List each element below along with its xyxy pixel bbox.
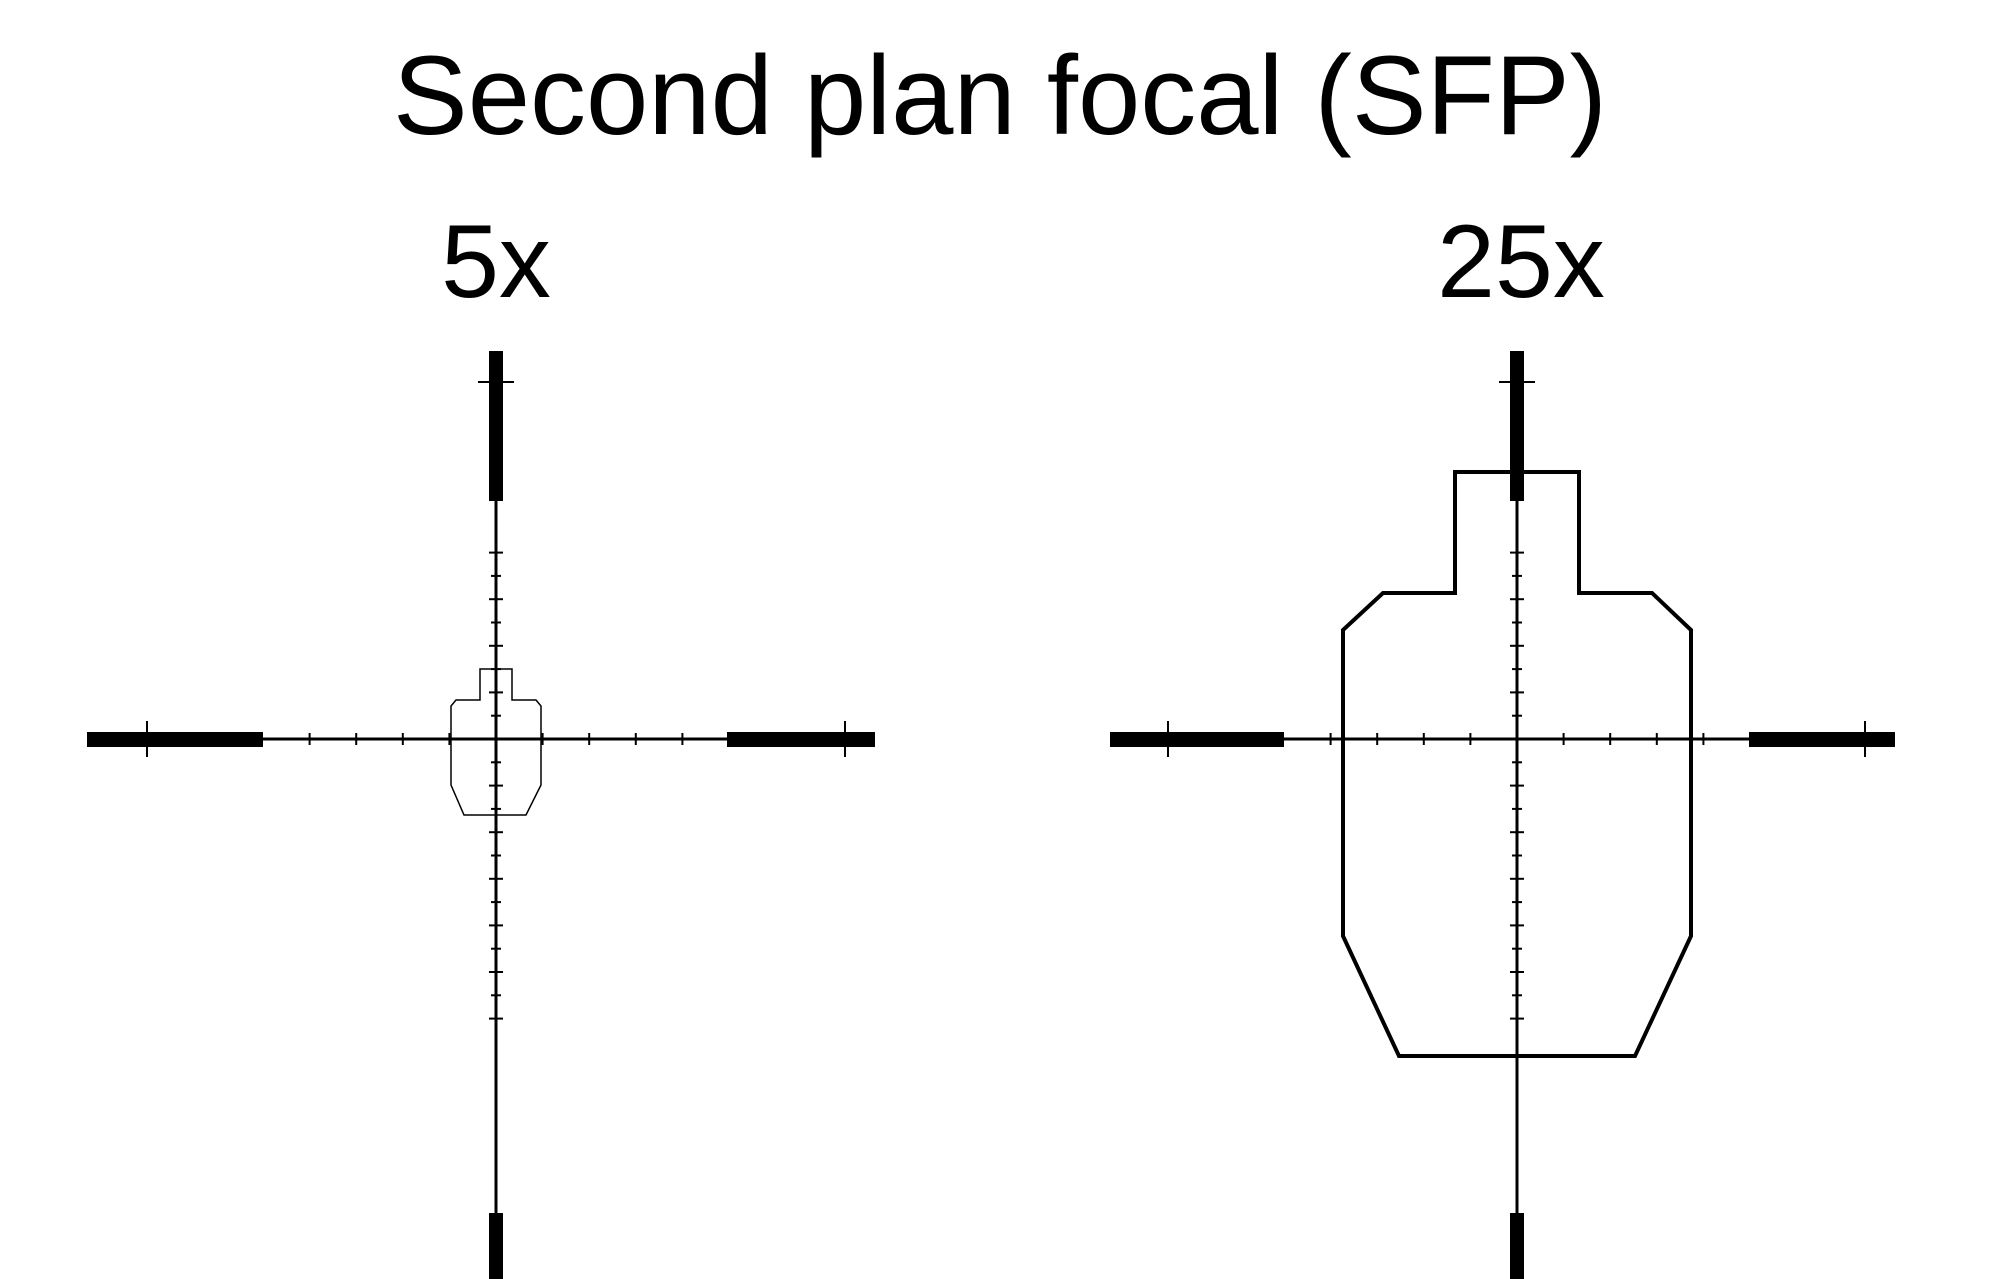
post-bottom bbox=[489, 1213, 503, 1279]
reticle-5x bbox=[87, 351, 875, 1279]
magnification-label-25x: 25x bbox=[1437, 204, 1605, 320]
silhouette-target bbox=[1341, 470, 1693, 1058]
post-left bbox=[1110, 732, 1284, 747]
post-top bbox=[489, 351, 503, 501]
post-right bbox=[727, 732, 875, 747]
post-top bbox=[1510, 351, 1524, 501]
diagram-title: Second plan focal (SFP) bbox=[393, 33, 1607, 158]
post-bottom bbox=[1510, 1213, 1524, 1279]
post-left bbox=[87, 732, 263, 747]
post-right bbox=[1749, 732, 1895, 747]
silhouette-target bbox=[450, 668, 542, 816]
magnification-label-5x: 5x bbox=[441, 204, 551, 320]
reticle-25x bbox=[1110, 351, 1895, 1279]
